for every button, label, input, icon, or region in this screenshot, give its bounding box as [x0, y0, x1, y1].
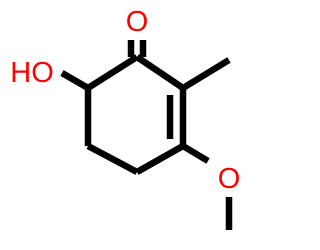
- hydroxyl-label: HO: [10, 57, 54, 89]
- bond-c4-c5: [86, 143, 139, 175]
- bond-c3-methoxy-o: [181, 143, 210, 164]
- chemical-structure: O HO O: [10, 6, 240, 230]
- ring-bonds: [84, 54, 187, 175]
- bond-c6-c1: [86, 54, 139, 91]
- substituent-bonds: [60, 40, 233, 230]
- bond-c1-c2: [135, 54, 185, 91]
- carbonyl-oxygen-label: O: [126, 6, 149, 38]
- bond-c2-methyl: [181, 57, 231, 91]
- atom-labels: O HO O: [10, 6, 240, 195]
- methoxy-oxygen-label: O: [218, 163, 241, 195]
- bond-c3-c4: [135, 143, 185, 175]
- bond-c6-hydroxyl: [60, 70, 90, 91]
